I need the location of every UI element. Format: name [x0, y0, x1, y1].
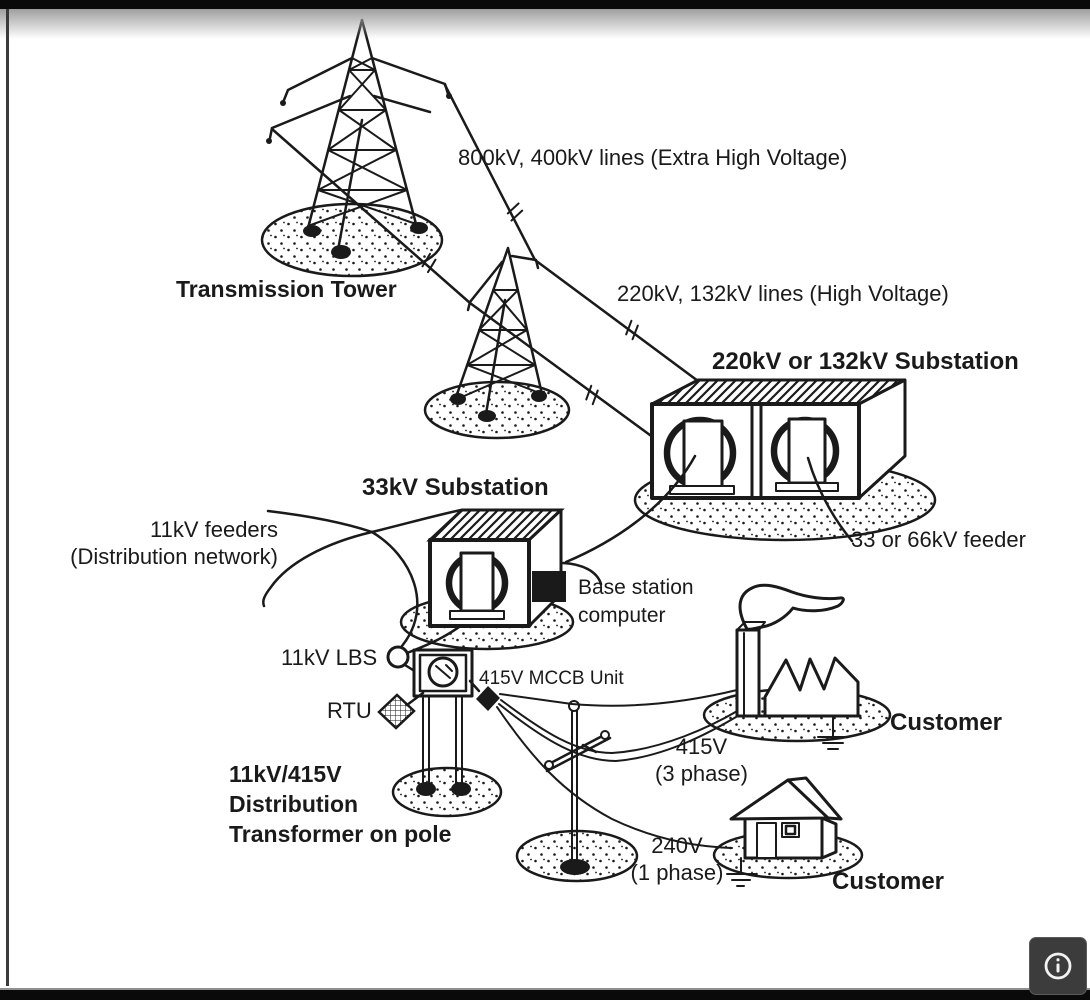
tower-footing [478, 410, 496, 422]
info-icon [1042, 950, 1074, 982]
mccb-unit-icon [476, 686, 500, 711]
substation-hv-building [633, 378, 937, 542]
transformer-icon [770, 416, 840, 492]
label-feeders-11kv-line1: 11kV feeders [149, 517, 278, 542]
distribution-pole [515, 700, 639, 883]
label-lbs-11kv: 11kV LBS [281, 645, 378, 670]
line-break-mark [421, 252, 437, 274]
label-supply-1phase: 240V (1 phase) [617, 832, 737, 886]
base-station-leader [561, 561, 603, 586]
label-supply-3phase: 415V (3 phase) [645, 733, 758, 787]
feeder-11kv-line [262, 530, 374, 608]
label-rtu: RTU [327, 698, 372, 723]
label-base-station-line1: Base station [578, 576, 694, 599]
line-break-mark [625, 319, 639, 341]
info-button[interactable] [1029, 937, 1087, 995]
ground-symbol [726, 857, 756, 887]
pole-transformer-icon [427, 656, 459, 688]
label-mccb-unit: 415V MCCB Unit [479, 668, 624, 689]
label-supply-3phase-line2: (3 phase) [655, 761, 748, 786]
wire-415v [498, 703, 742, 762]
label-ehv-lines: 800kV, 400kV lines (Extra High Voltage) [458, 145, 848, 170]
pole-footing [560, 859, 590, 875]
transformer-icon [663, 416, 737, 495]
tower-footing [331, 245, 351, 259]
chimney [735, 628, 761, 718]
roof [729, 778, 830, 821]
label-feeder-33-66kv: 33 or 66kV feeder [851, 527, 1026, 552]
wire-415v [500, 699, 740, 754]
pole-transformer-group [377, 645, 503, 818]
rtu-icon [377, 693, 416, 730]
label-supply-1phase-line2: (1 phase) [630, 860, 724, 885]
label-distribution-transformer-line2: Distribution [229, 791, 359, 817]
factory-customer [702, 583, 892, 750]
lv-wires [496, 689, 742, 849]
tower-footing [410, 222, 428, 234]
sawtooth-roof [763, 656, 860, 718]
frame-bottom-bar [0, 988, 1090, 1000]
frame-top-fade [0, 9, 1090, 39]
feeder-33-66kv-line [564, 454, 697, 564]
label-supply-3phase-line1: 415V [675, 734, 728, 759]
label-base-station: Base station computer [578, 574, 694, 630]
hv-line [270, 127, 656, 440]
door [756, 822, 777, 859]
label-base-station-line2: computer [578, 604, 666, 627]
pole-footing [416, 782, 436, 796]
substation-33kv-building [399, 508, 603, 651]
line-break-mark [506, 202, 524, 222]
label-customer-industrial: Customer [890, 709, 1003, 736]
label-feeders-11kv: 11kV feeders (Distribution network) [0, 516, 278, 570]
hv-conductors [270, 83, 700, 440]
label-substation-hv: 220kV or 132kV Substation [712, 348, 1019, 375]
wire-240v [496, 706, 733, 849]
transmission-tower-small [423, 246, 571, 440]
line-break-mark [585, 384, 599, 406]
label-supply-1phase-line1: 240V [651, 833, 703, 858]
frame-top-bar [0, 0, 1090, 9]
smoke-plume [738, 583, 845, 631]
wire-415v [499, 689, 738, 707]
label-substation-33kv: 33kV Substation [362, 474, 549, 501]
label-feeders-11kv-line2: (Distribution network) [70, 544, 278, 569]
label-hv-lines: 220kV, 132kV lines (High Voltage) [617, 281, 949, 306]
house-customer [712, 776, 864, 887]
label-transmission-tower: Transmission Tower [176, 276, 397, 302]
label-distribution-transformer-line3: Transformer on pole [229, 821, 452, 847]
ehv-line [443, 83, 700, 383]
label-distribution-transformer: 11kV/415V Distribution Transformer on po… [229, 759, 451, 849]
lbs-switch-icon [386, 645, 410, 669]
tower-footing [303, 225, 321, 237]
label-distribution-transformer-line1: 11kV/415V [229, 761, 342, 787]
base-station-computer-icon [532, 571, 566, 602]
feeder-11kv-line [266, 509, 374, 534]
transformer-icon [445, 551, 509, 620]
ground-symbol [817, 717, 849, 750]
frame-left-edge [6, 9, 9, 986]
feeder-33-66kv-leader [806, 456, 854, 543]
feeder-11kv-line [370, 508, 463, 534]
transmission-tower-large [260, 18, 452, 278]
label-customer-residential: Customer [832, 868, 945, 895]
